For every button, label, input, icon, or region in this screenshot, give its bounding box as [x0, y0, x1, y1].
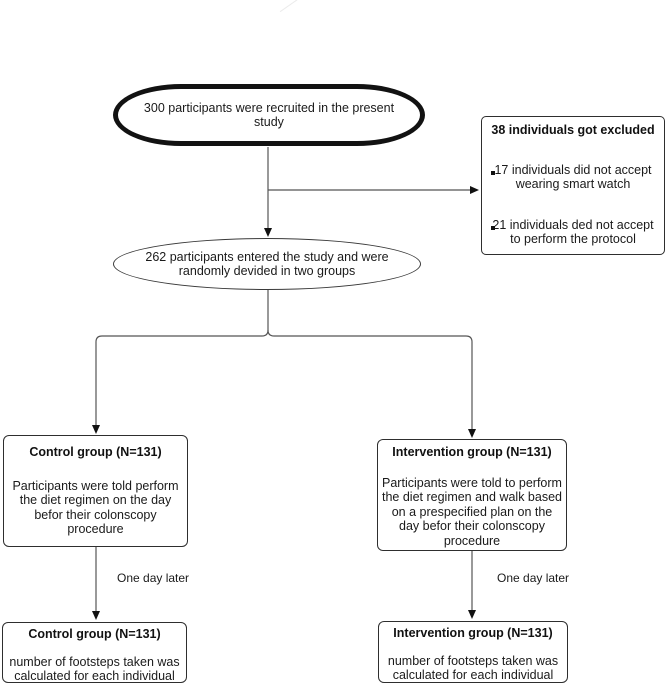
excluded-bullet-text: 21 individuals ded not accept to perform… [492, 217, 654, 247]
excluded-bullet-item: 17 individuals did not accept wearing sm… [482, 163, 664, 192]
arrowhead-into-intervention-outcome [468, 610, 476, 619]
randomization-text: 262 participants entered the study and w… [145, 249, 389, 279]
scan-artifact-mark [279, 0, 305, 21]
excluded-bullet-text: 17 individuals did not accept wearing sm… [494, 162, 652, 192]
bullet-dot-icon [491, 170, 495, 175]
excluded-bullet-item: 21 individuals ded not accept to perform… [482, 218, 664, 247]
arrowhead-into-control [92, 425, 100, 434]
control-outcome-node: Control group (N=131) number of footstep… [2, 622, 187, 683]
edge-branch-right [267, 329, 473, 430]
recruitment-node: 300 participants were recruited in the p… [113, 84, 425, 146]
excluded-node: 38 individuals got excluded 17 individua… [481, 116, 665, 255]
one-day-later-label-right: One day later [497, 571, 570, 585]
arrowhead-into-control-outcome [92, 611, 100, 620]
intervention-group-node: Intervention group (N=131) Participants … [377, 439, 567, 551]
intervention-group-title: Intervention group (N=131) [392, 445, 552, 459]
control-outcome-title: Control group (N=131) [28, 627, 161, 641]
randomization-node: 262 participants entered the study and w… [113, 238, 421, 290]
excluded-title: 38 individuals got excluded [491, 123, 655, 137]
arrowhead-into-intervention [468, 429, 476, 438]
intervention-outcome-title: Intervention group (N=131) [393, 626, 553, 640]
intervention-group-body: Participants were told to perform the di… [382, 475, 562, 548]
control-outcome-body: number of footsteps taken was calculated… [9, 654, 180, 684]
intervention-outcome-node: Intervention group (N=131) number of foo… [378, 621, 568, 683]
control-group-body: Participants were told perform the diet … [12, 478, 179, 537]
control-group-node: Control group (N=131) Participants were … [3, 435, 188, 547]
recruitment-text: 300 participants were recruited in the p… [143, 100, 395, 130]
arrowhead-into-excluded [470, 186, 479, 194]
intervention-outcome-body: number of footsteps taken was calculated… [387, 653, 559, 683]
one-day-later-label-left: One day later [117, 571, 190, 585]
bullet-dot-icon [491, 225, 495, 230]
control-group-title: Control group (N=131) [29, 445, 162, 459]
edge-branch-left [95, 329, 269, 426]
arrowhead-into-randomized [264, 228, 272, 237]
